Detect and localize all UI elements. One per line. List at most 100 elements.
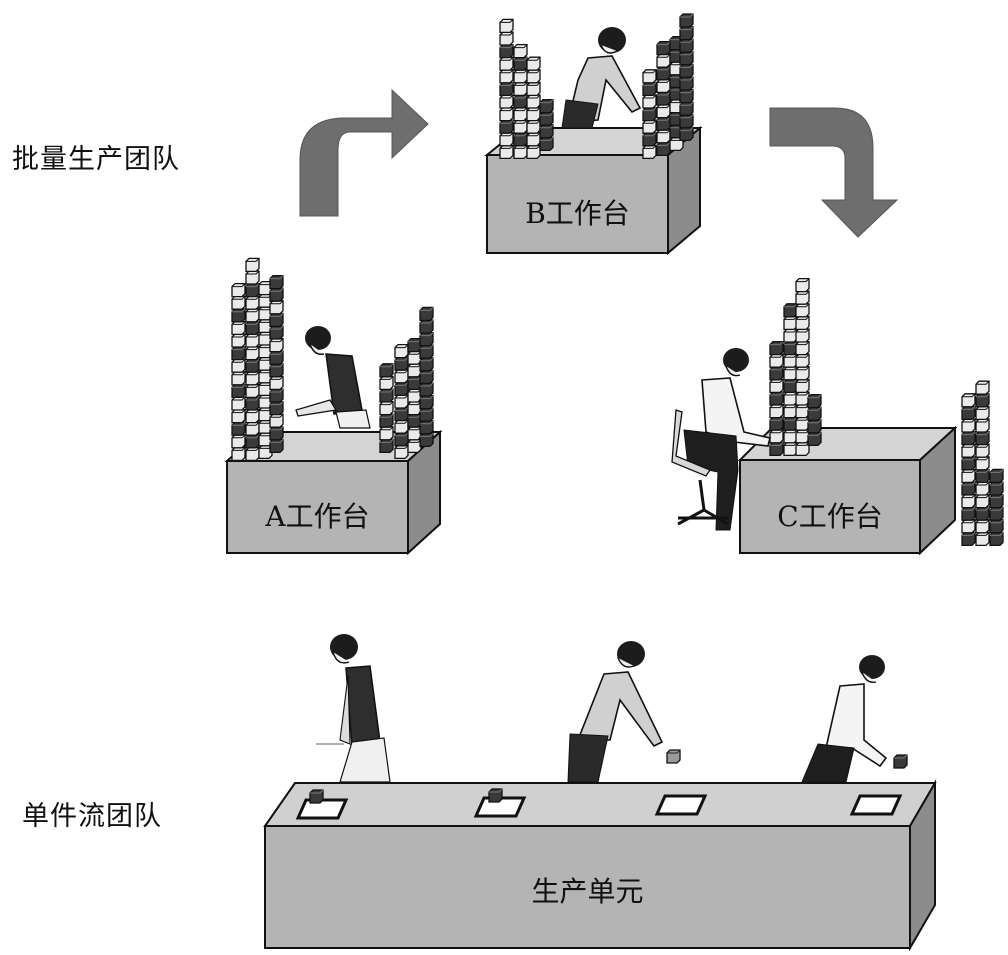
cube-icon (989, 531, 1004, 547)
cube-icon (499, 119, 514, 134)
cube-icon (407, 426, 422, 441)
cube-icon (499, 69, 514, 84)
cube-icon (394, 406, 409, 422)
cube-icon (769, 416, 784, 431)
cube-icon (807, 393, 822, 409)
workstation-c-label: C工作台 (777, 500, 883, 533)
cube-icon (961, 493, 976, 509)
cube-icon (783, 441, 798, 457)
cube-icon (269, 388, 284, 403)
cube-icon (407, 400, 422, 416)
cube-icon (795, 429, 810, 444)
cube-icon (526, 144, 541, 160)
cube-icon (679, 76, 694, 91)
cube-icon (526, 132, 541, 147)
cube-icon (419, 357, 434, 372)
cube-icon (379, 375, 394, 391)
cell-slot-2 (473, 788, 527, 818)
cube-icon (961, 531, 976, 547)
cube-icon (269, 300, 284, 315)
cube-icon (656, 129, 671, 144)
cube-icon (795, 391, 810, 406)
cube-icon (679, 114, 694, 129)
cube-icon (231, 333, 246, 348)
cube-icon (269, 312, 284, 328)
cube-icon (245, 358, 260, 373)
cube-icon (245, 396, 260, 411)
cube-icon (269, 287, 284, 302)
cube-icon (539, 124, 554, 139)
worker-1-figure (316, 634, 391, 783)
worker-b-figure (561, 27, 642, 129)
cube-icon (961, 393, 976, 408)
cube-icon (394, 381, 409, 397)
cube-icon (231, 421, 246, 436)
cube-icon (975, 468, 990, 484)
cube-icon (526, 106, 541, 122)
cube-icon (656, 40, 671, 56)
cube-icon (419, 344, 434, 359)
single-flow-team-label: 单件流团队 (22, 801, 162, 832)
cube-icon (245, 295, 260, 310)
cube-icon (961, 405, 976, 421)
cube-icon (513, 81, 528, 97)
cube-icon (499, 144, 514, 160)
cube-icon (795, 290, 810, 305)
cube-icon (513, 119, 528, 134)
cube-icon (642, 81, 657, 97)
batch-team-label: 批量生产团队 (12, 144, 180, 175)
cube-icon (394, 343, 409, 359)
cube-icon (269, 325, 284, 340)
cube-icon (419, 432, 434, 448)
cube-icon (656, 103, 671, 119)
cube-icon (394, 356, 409, 371)
cube-icon (245, 383, 260, 399)
cube-icon (526, 69, 541, 84)
cube-icon (679, 88, 694, 104)
cube-icon (989, 468, 1004, 484)
cube-icon (769, 391, 784, 406)
cube-icon (269, 426, 284, 441)
cube-icon (539, 136, 554, 152)
cube-icon (807, 406, 822, 421)
cube-icon (499, 18, 514, 34)
cube-icon (245, 446, 260, 462)
cube-icon (642, 119, 657, 134)
cube-icon (245, 308, 260, 323)
cube-icon (656, 66, 671, 81)
cube-icon (394, 444, 409, 460)
cube-icon (975, 418, 990, 433)
cube-icon (795, 403, 810, 419)
cube-icon (269, 274, 284, 290)
cube-icon (245, 345, 260, 361)
cube-icon (499, 81, 514, 97)
workstation-a-label: A工作台 (265, 500, 370, 533)
cube-icon (975, 506, 990, 521)
cube-icon (679, 126, 694, 142)
cube-icon (679, 13, 694, 28)
flow-arrow-a-to-b-icon (299, 88, 429, 217)
cell-slot-1 (295, 789, 349, 820)
cube-icon (269, 375, 284, 391)
workstation-b-label: B工作台 (525, 197, 630, 230)
cube-icon (419, 319, 434, 334)
flow-arrow-b-to-c-icon (769, 107, 899, 238)
cube-icon (961, 443, 976, 458)
cube-icon (795, 378, 810, 394)
worker-2-figure (567, 641, 681, 783)
cube-icon (795, 303, 810, 318)
cube-icon (407, 438, 422, 454)
cube-icon (407, 388, 422, 403)
cube-icon (795, 328, 810, 343)
cube-icon (513, 94, 528, 109)
cube-icon (269, 337, 284, 353)
cube-icon (795, 340, 810, 356)
cube-icon (379, 413, 394, 428)
cube-icon (642, 69, 657, 84)
cube-icon (961, 418, 976, 433)
cube-icon (231, 345, 246, 361)
cube-icon (975, 531, 990, 547)
cube-icon (975, 443, 990, 458)
cube-icon (961, 481, 976, 496)
